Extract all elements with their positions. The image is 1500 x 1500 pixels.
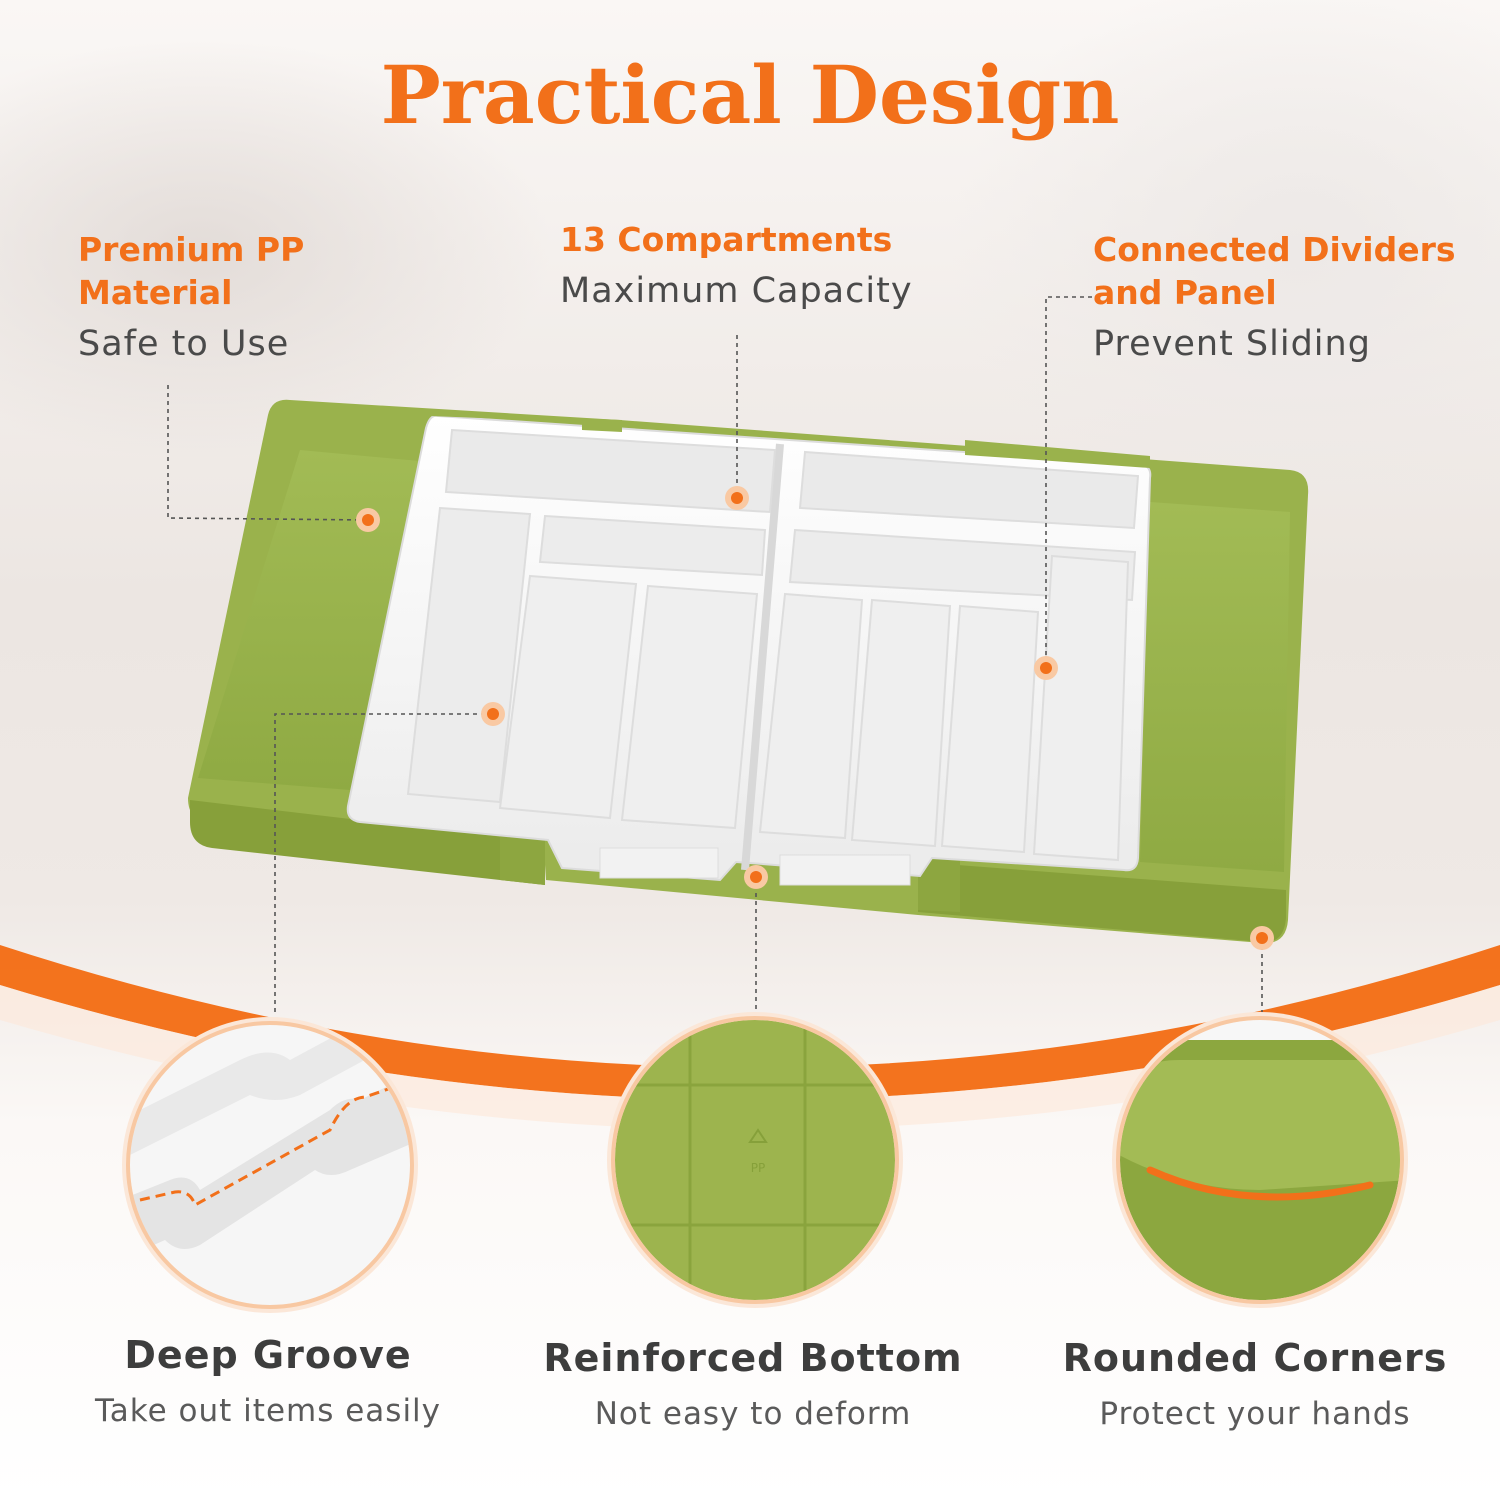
detail-desc: Not easy to deform: [594, 1396, 912, 1432]
feature-desc: Maximum Capacity: [560, 271, 913, 311]
feature-title: Premium PP Material: [78, 230, 305, 312]
tray-clip: [430, 412, 622, 432]
detail-title: Deep Groove: [124, 1333, 412, 1377]
feature-title: 13 Compartments: [560, 220, 893, 259]
detail-desc: Take out items easily: [94, 1393, 442, 1429]
leader-lines: [167, 296, 1263, 1012]
white-cutlery-insert: [346, 414, 1152, 886]
pp-recycling-mark: PP: [751, 1161, 765, 1175]
page-title: Practical Design: [380, 48, 1120, 142]
detail-title: Reinforced Bottom: [543, 1336, 963, 1380]
detail-rounded-corners: Rounded Corners Protect your hands: [1035, 1336, 1475, 1432]
detail-deep-groove: Deep Groove Take out items easily: [48, 1333, 488, 1429]
feature-desc: Safe to Use: [78, 324, 290, 364]
feature-connected-dividers: Connected Dividers and Panel Prevent Sli…: [1093, 228, 1493, 368]
marker-dots: [356, 486, 1274, 950]
feature-premium-pp: Premium PP Material Safe to Use: [78, 228, 398, 368]
feature-compartments: 13 Compartments Maximum Capacity: [560, 218, 980, 315]
detail-circle-reinforced-bottom: PP: [607, 1012, 903, 1308]
detail-desc: Protect your hands: [1099, 1396, 1411, 1432]
detail-reinforced-bottom: Reinforced Bottom Not easy to deform: [533, 1336, 973, 1432]
feature-title: Connected Dividers and Panel: [1093, 230, 1456, 312]
detail-circle-rounded-corners: [1112, 1012, 1408, 1308]
detail-title: Rounded Corners: [1062, 1336, 1448, 1380]
tray-clip: [965, 440, 1150, 468]
feature-desc: Prevent Sliding: [1093, 324, 1371, 364]
